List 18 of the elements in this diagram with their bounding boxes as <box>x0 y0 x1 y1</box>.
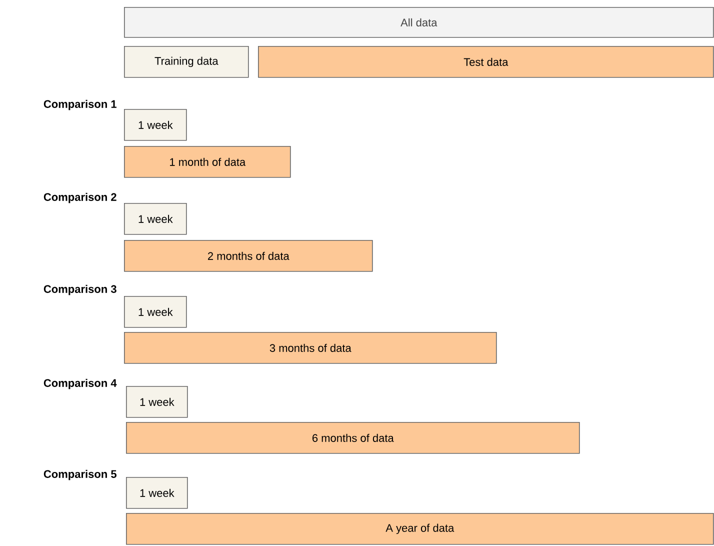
week-box: 1 week <box>126 477 188 509</box>
week-box: 1 week <box>124 109 187 141</box>
data-bar: 2 months of data <box>124 240 373 272</box>
week-box: 1 week <box>126 386 188 418</box>
data-bar: 3 months of data <box>124 332 497 364</box>
comparison-label: Comparison 2 <box>44 192 116 204</box>
comparison-label: Comparison 3 <box>44 284 116 296</box>
comparison-label: Comparison 4 <box>44 378 117 390</box>
week-box: 1 week <box>124 203 187 235</box>
comparison-label: Comparison 1 <box>44 100 116 110</box>
data-bar: All data <box>124 7 714 38</box>
week-box: 1 week <box>124 296 187 328</box>
data-bar: Test data <box>258 46 714 78</box>
training-data-box: Training data <box>124 46 249 78</box>
data-bar: 6 months of data <box>126 422 580 454</box>
data-bar: 1 month of data <box>124 146 291 178</box>
data-bar: A year of data <box>126 513 714 545</box>
comparison-label: Comparison 5 <box>44 470 116 480</box>
